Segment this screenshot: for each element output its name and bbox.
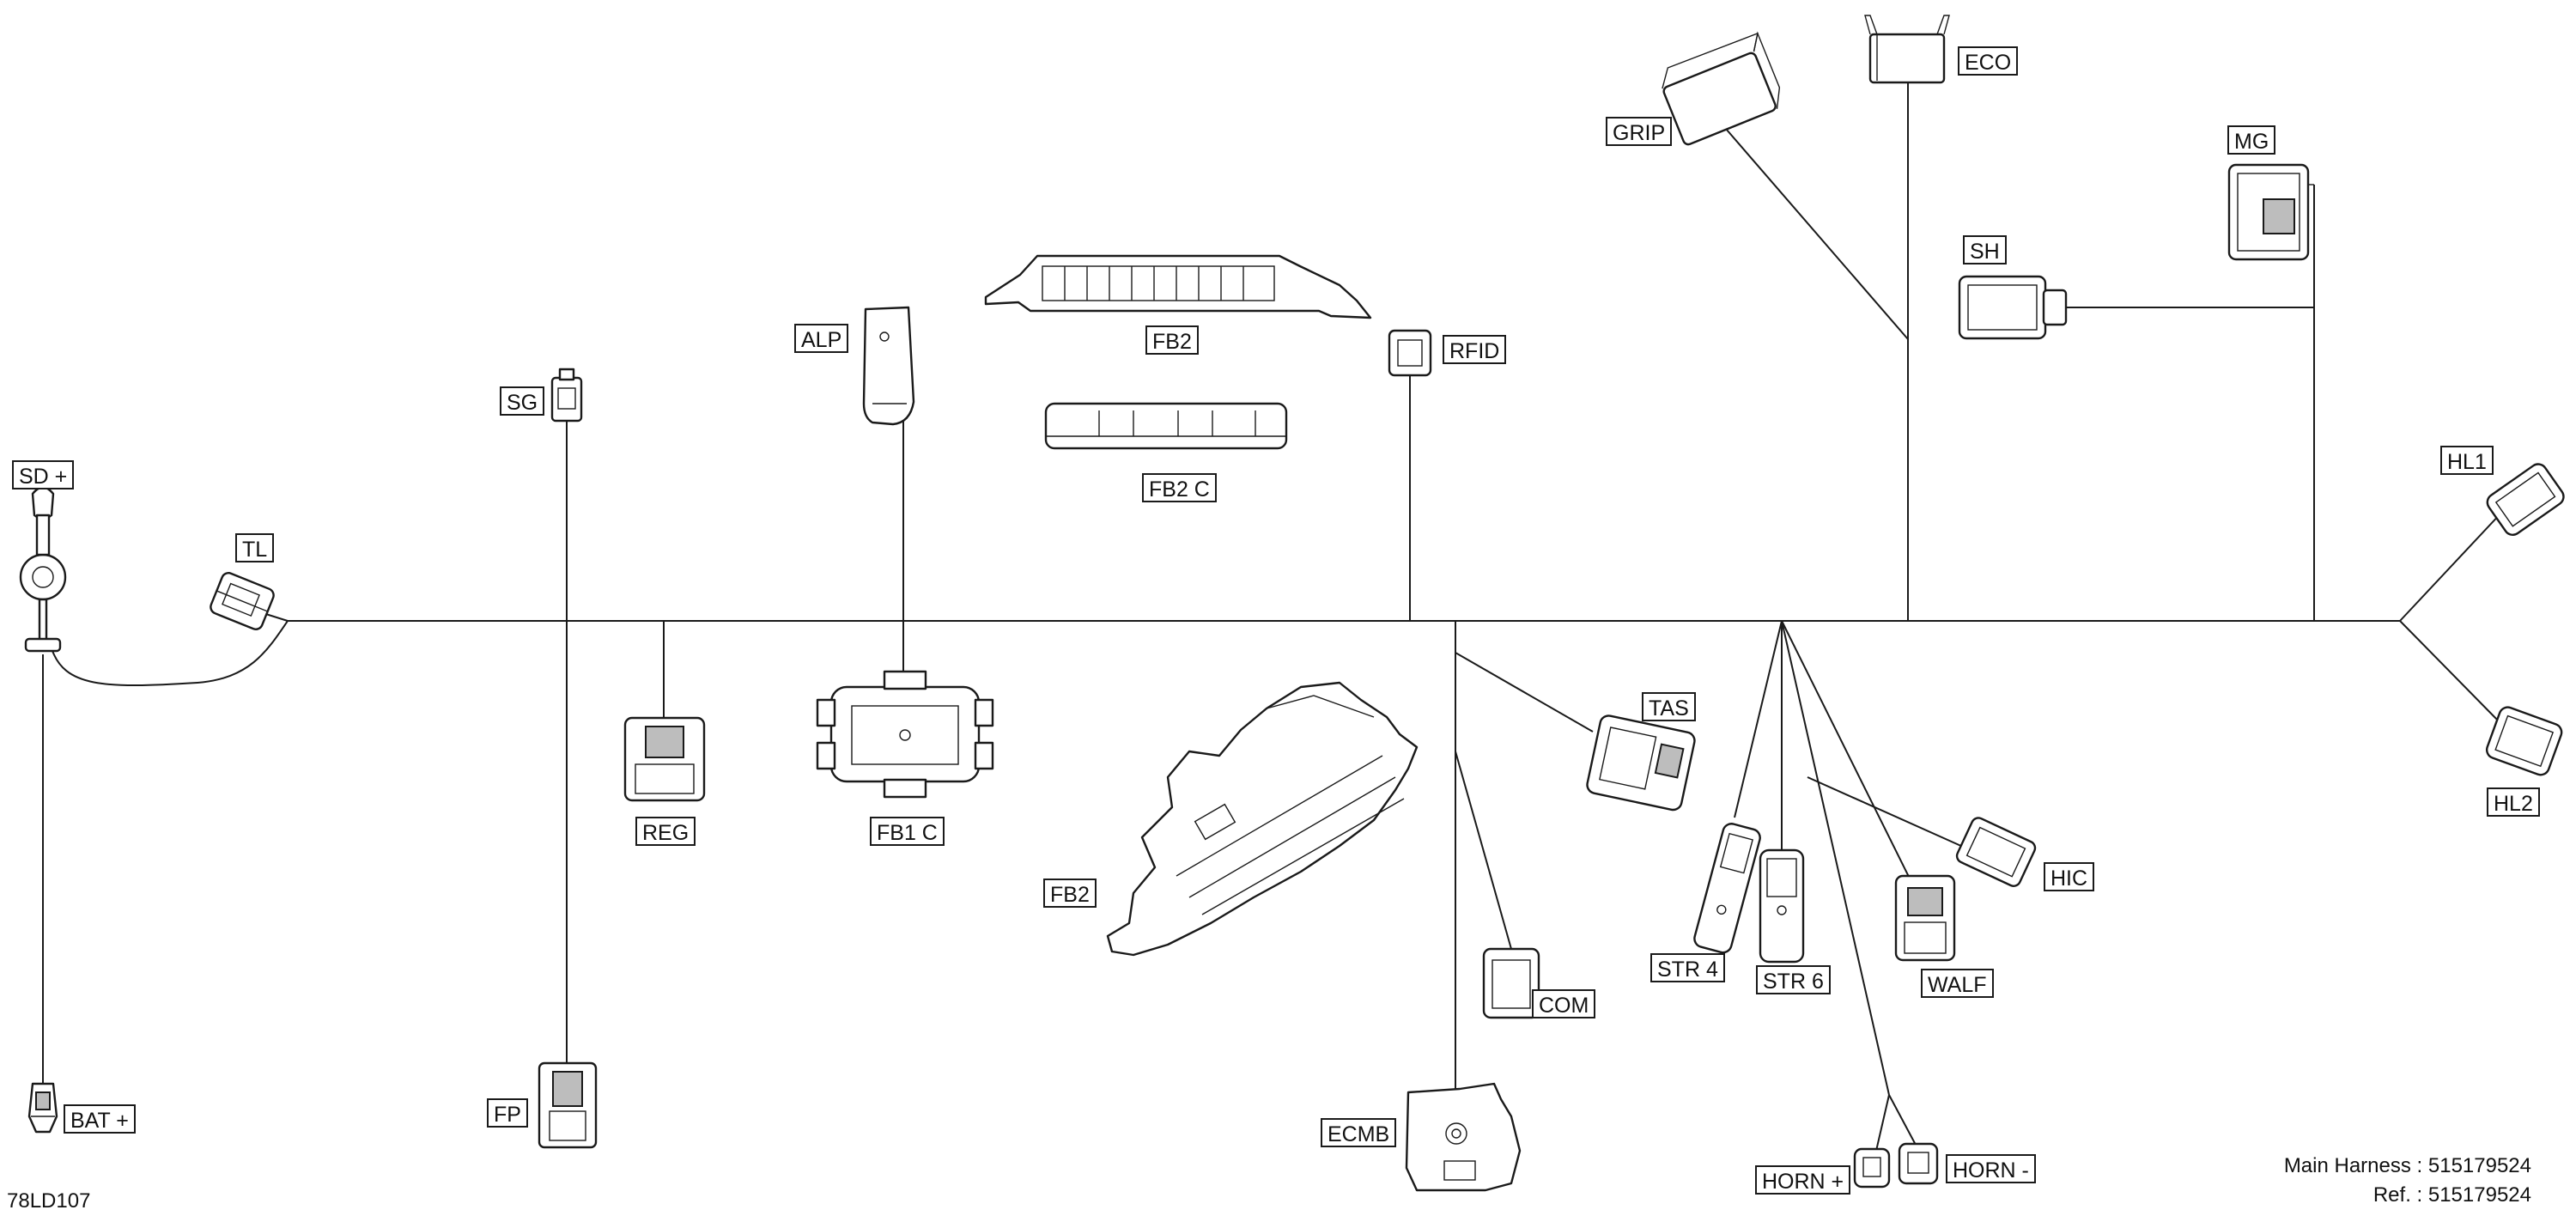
label-str4: STR 4 [1650,953,1725,982]
sg-connector [550,368,583,423]
horn-wire [1781,620,1890,1096]
label-alp: ALP [794,324,849,353]
label-ecmb: ECMB [1321,1118,1397,1147]
label-tl: TL [235,533,275,562]
sd-plus-wire [51,620,289,687]
horn-plus-wire [1875,1094,1890,1152]
label-com: COM [1532,989,1596,1018]
label-bat-plus: BAT + [64,1104,136,1134]
label-grip: GRIP [1606,117,1673,146]
bat-plus-terminal [27,1082,58,1134]
hl1-wire [2399,510,2504,622]
alp-connector [862,306,915,426]
tas-wire [1455,652,1594,733]
label-sh: SH [1963,235,2007,264]
horn-plus-terminal [1853,1147,1891,1189]
drawing-id: 78LD107 [7,1189,91,1213]
reg-connector [623,716,706,802]
label-walf: WALF [1921,969,1994,998]
fp-connector [538,1061,598,1149]
hic-wire [1807,776,1971,851]
label-tas: TAS [1642,692,1696,721]
label-fb2-bottom: FB2 [1043,879,1097,908]
ref-number: Ref. : 515179524 [2372,1183,2531,1207]
fb2-top-fusebox [984,254,1372,319]
str4-connector [1693,823,1761,954]
label-str6: STR 6 [1756,965,1831,994]
fb2c-connector [1044,402,1288,450]
label-hl1: HL1 [2440,446,2494,475]
label-fp: FP [487,1098,528,1128]
label-hl2: HL2 [2487,787,2540,817]
hl1-connector [2486,463,2565,536]
fb1c-connector [816,670,994,799]
sd-plus-terminal [19,486,67,653]
mg-connector [2227,163,2314,261]
label-fb2c: FB2 C [1142,473,1217,502]
label-rfid: RFID [1443,335,1507,364]
sh-connector [1958,275,2068,340]
str4-wire [1734,620,1783,818]
str6-connector [1759,848,1805,964]
grip-wire [1725,128,1909,340]
walf-connector [1894,874,1956,962]
tl-connector [210,572,275,630]
hic-connector [1955,817,2037,887]
hl2-wire [2399,620,2504,727]
label-reg: REG [635,817,696,846]
label-sd-plus: SD + [12,460,75,489]
hl2-connector [2485,706,2563,776]
label-fb1c: FB1 C [870,817,945,846]
fb2-bottom-module [1106,681,1419,957]
horn-minus-wire [1888,1094,1917,1147]
grip-connector [1662,31,1781,146]
ecmb-connector [1405,1082,1522,1192]
label-horn-minus: HORN - [1946,1154,2036,1183]
label-fb2-top: FB2 [1145,325,1199,355]
wires [42,82,2504,1152]
label-mg: MG [2227,125,2276,155]
label-hic: HIC [2044,862,2095,891]
label-sg: SG [500,386,545,416]
com-connector [1482,947,1540,1019]
walf-wire [1781,620,1911,881]
main-harness-number: Main Harness : 515179524 [2283,1154,2531,1177]
com-wire [1455,751,1512,950]
tas-connector [1586,714,1696,812]
eco-connector [1864,15,1950,84]
label-eco: ECO [1958,46,2019,76]
rfid-connector [1388,329,1432,377]
label-horn-plus: HORN + [1755,1165,1851,1195]
horn-minus-terminal [1898,1142,1939,1185]
